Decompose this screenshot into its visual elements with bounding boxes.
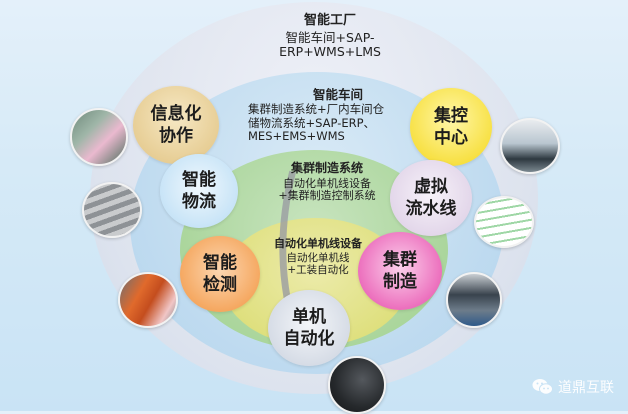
machine-photo <box>328 356 386 414</box>
robot-arm-photo <box>118 272 178 328</box>
zone-smart-factory-text: 智能工厂 智能车间+SAP- ERP+WMS+LMS <box>255 13 405 60</box>
node-virtual-line: 虚拟流水线 <box>390 160 472 236</box>
zone-line: +工装自动化 <box>287 263 349 276</box>
conveyor-photo <box>82 182 142 238</box>
zone-line: 自动化单机线设备 <box>283 176 371 190</box>
node-label: 智能 <box>203 252 237 273</box>
node-label: 检测 <box>203 275 237 295</box>
zone-automation-text: 自动化单机线设备 自动化单机线 +工装自动化 <box>258 237 378 276</box>
node-control-center: 集控中心 <box>410 88 492 166</box>
assembly-line-diagram-photo <box>474 196 534 248</box>
zone-line: 储物流系统+SAP-ERP、 <box>248 115 376 130</box>
node-info-collaboration: 信息化协作 <box>133 86 219 164</box>
zone-cluster-system-text: 集群制造系统 自动化单机线设备 +集群制造控制系统 <box>252 161 402 203</box>
node-label: 流水线 <box>405 199 457 219</box>
zone-title: 智能车间 <box>312 87 363 102</box>
node-cluster-manufacturing: 集群制造 <box>358 232 442 310</box>
zone-title: 集群制造系统 <box>290 161 363 175</box>
zone-title: 自动化单机线设备 <box>274 237 362 250</box>
node-smart-logistics: 智能物流 <box>160 154 238 228</box>
zone-line: MES+EMS+WMS <box>248 128 345 143</box>
zone-line: 智能车间+SAP- <box>285 29 375 45</box>
node-label: 单机 <box>292 306 326 327</box>
node-label: 信息化 <box>150 103 202 124</box>
node-label: 物流 <box>182 192 216 212</box>
node-label: 制造 <box>383 272 417 292</box>
zone-title: 智能工厂 <box>303 13 356 28</box>
node-label: 虚拟 <box>414 176 448 197</box>
node-label: 中心 <box>434 128 468 148</box>
node-label: 协作 <box>159 126 193 146</box>
node-label: 智能 <box>182 169 216 190</box>
zone-line: 集群制造系统+厂内车间仓 <box>248 102 385 117</box>
zone-line: 自动化单机线 <box>286 251 350 264</box>
watermark: 道鼎互联 <box>532 377 614 397</box>
watermark-text: 道鼎互联 <box>558 380 614 396</box>
zone-line: ERP+WMS+LMS <box>279 44 381 60</box>
zone-smart-workshop-text: 智能车间 集群制造系统+厂内车间仓 储物流系统+SAP-ERP、 MES+EMS… <box>248 87 428 143</box>
wechat-icon <box>532 379 553 395</box>
node-smart-inspection: 智能检测 <box>180 236 260 312</box>
control-room-photo <box>500 118 560 174</box>
node-single-machine-automation: 单机自动化 <box>268 290 350 366</box>
node-label: 自动化 <box>283 329 335 349</box>
factory-worker-photo <box>70 108 128 166</box>
workshop-photo <box>446 272 502 328</box>
node-label: 集控 <box>434 105 468 126</box>
node-label: 集群 <box>383 249 417 270</box>
zone-line: +集群制造控制系统 <box>278 189 376 203</box>
